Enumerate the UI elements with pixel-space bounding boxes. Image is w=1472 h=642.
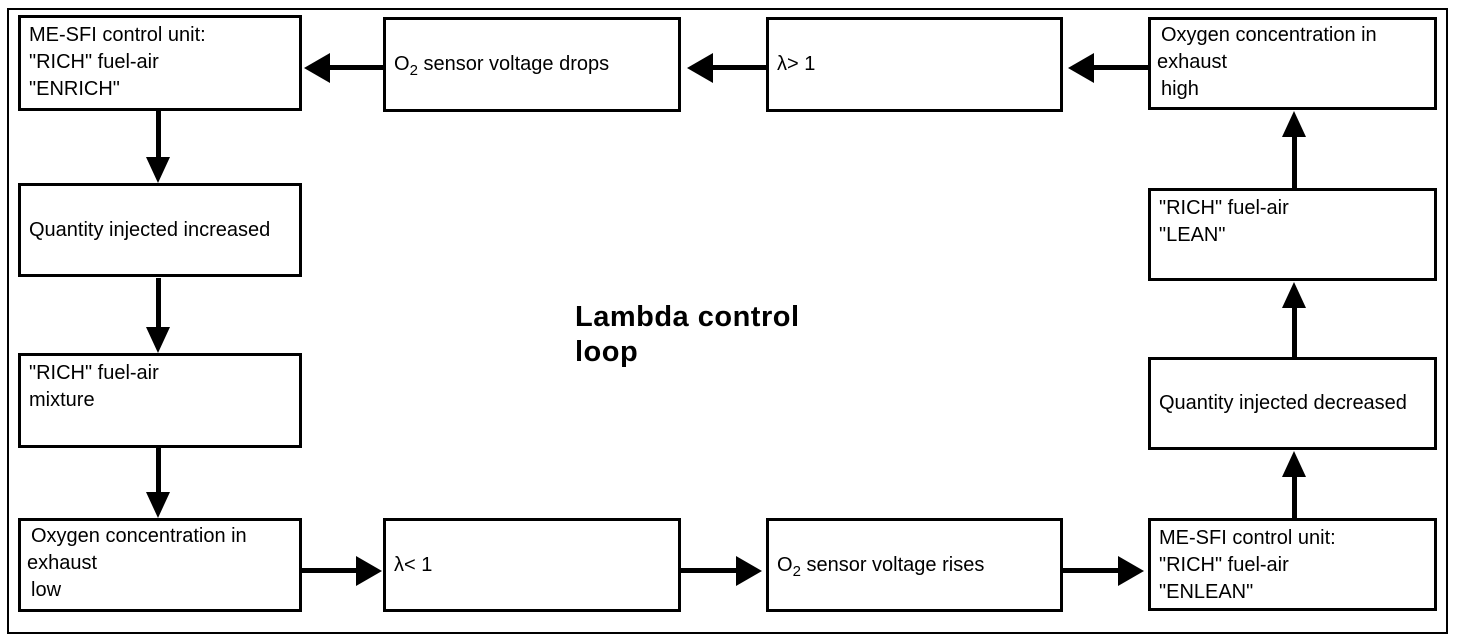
node-label-line: exhaust bbox=[27, 552, 98, 574]
node-label-line: Oxygen concentration in bbox=[1161, 24, 1377, 46]
node-label-text: sensor voltage rises bbox=[800, 553, 985, 576]
node-quantity-injected-increased: Quantity injected increased bbox=[18, 183, 302, 277]
node-label-line: λ< 1 bbox=[394, 553, 433, 576]
node-label-line: exhaust bbox=[1157, 51, 1228, 73]
node-lambda-greater-than-1: λ> 1 bbox=[766, 17, 1063, 112]
o2-symbol: O bbox=[394, 53, 410, 75]
node-label-line: "ENRICH" bbox=[29, 78, 120, 100]
o2-subscript: 2 bbox=[409, 62, 418, 79]
node-rich-fuel-air-lean: "RICH" fuel-air "LEAN" bbox=[1148, 188, 1437, 281]
node-mesfi-control-unit-enlean: ME-SFI control unit: "RICH" fuel-air "EN… bbox=[1148, 518, 1437, 611]
o2-subscript: 2 bbox=[792, 562, 801, 580]
diagram-title-line2: loop bbox=[575, 336, 639, 368]
node-label-line: λ> 1 bbox=[777, 53, 816, 75]
node-o2-sensor-voltage-drops: O2 sensor voltage drops bbox=[383, 17, 681, 112]
node-quantity-injected-decreased: Quantity injected decreased bbox=[1148, 357, 1437, 450]
node-label-line: ME-SFI control unit: bbox=[29, 24, 206, 46]
node-oxygen-concentration-high: Oxygen concentration in exhaust high bbox=[1148, 17, 1437, 110]
diagram-title: Lambda control loop bbox=[575, 300, 800, 370]
node-label-line: O2 sensor voltage drops bbox=[394, 51, 670, 78]
node-label-line: ME-SFI control unit: bbox=[1159, 527, 1336, 549]
node-label-line: "LEAN" bbox=[1159, 224, 1226, 246]
node-oxygen-concentration-low: Oxygen concentration in exhaust low bbox=[18, 518, 302, 612]
node-label-line: mixture bbox=[29, 389, 95, 411]
diagram-title-line1: Lambda control bbox=[575, 301, 800, 333]
node-label-line: "RICH" fuel-air bbox=[29, 362, 159, 384]
node-label-line: "RICH" fuel-air bbox=[29, 51, 159, 73]
node-label-line: high bbox=[1161, 78, 1199, 100]
node-label-line: Quantity injected increased bbox=[29, 218, 271, 241]
node-label-text: sensor voltage drops bbox=[417, 53, 610, 75]
node-label-line: low bbox=[31, 579, 62, 601]
node-label-line: O2 sensor voltage rises bbox=[777, 552, 1052, 579]
o2-symbol: O bbox=[777, 553, 793, 576]
node-label-line: "RICH" fuel-air bbox=[1159, 197, 1289, 219]
node-rich-fuel-air-mixture: "RICH" fuel-air mixture bbox=[18, 353, 302, 448]
node-o2-sensor-voltage-rises: O2 sensor voltage rises bbox=[766, 518, 1063, 612]
node-label-line: Oxygen concentration in bbox=[31, 525, 247, 547]
node-label-line: "RICH" fuel-air bbox=[1159, 554, 1289, 576]
node-lambda-less-than-1: λ< 1 bbox=[383, 518, 681, 612]
node-mesfi-control-unit-enrich: ME-SFI control unit: "RICH" fuel-air "EN… bbox=[18, 15, 302, 111]
node-label-line: "ENLEAN" bbox=[1159, 581, 1254, 603]
node-label-line: Quantity injected decreased bbox=[1159, 392, 1407, 414]
